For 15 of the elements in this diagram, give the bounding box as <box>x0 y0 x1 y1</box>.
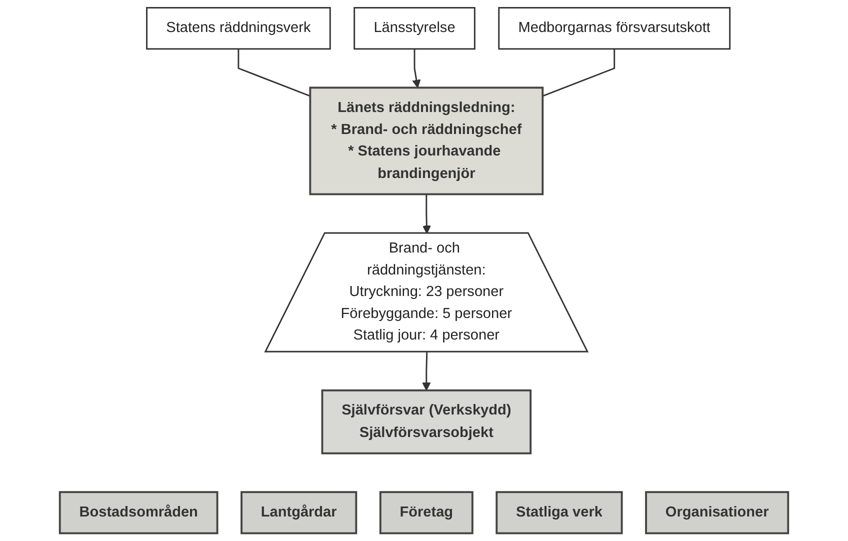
arrow <box>412 48 421 88</box>
node-box: Länsstyrelse <box>354 7 476 50</box>
node-box: Statens räddningsverk <box>146 7 331 50</box>
connector <box>542 48 616 97</box>
node-box: Statliga verk <box>496 491 623 534</box>
node-box: Lantgårdar <box>240 491 358 534</box>
node-box: Bostadsområden <box>58 491 218 534</box>
arrow <box>422 352 431 391</box>
connector <box>238 48 310 97</box>
node-box: Företag <box>379 491 474 534</box>
node-box: Medborgarnas försvarsutskott <box>498 7 731 50</box>
node-box: Länets räddningsledning: * Brand- och räddningschef * Statens jourhavande brandingenjör <box>309 86 544 196</box>
arrow <box>422 194 431 234</box>
node-box: Organisationer <box>645 491 790 534</box>
node-box: Självförsvar (Verkskydd) Självförsvarsobjekt <box>321 389 532 454</box>
